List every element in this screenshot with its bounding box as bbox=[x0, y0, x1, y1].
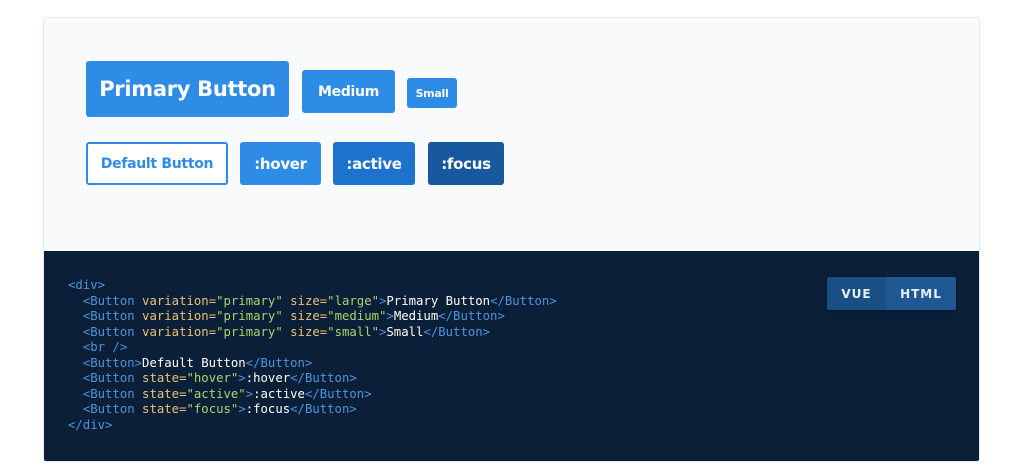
code-line: <Button variation="primary" size="small"… bbox=[68, 325, 557, 341]
code-token-eq: = bbox=[208, 324, 217, 339]
primary-small-button[interactable]: Small bbox=[407, 78, 457, 108]
code-token-tag: </Button> bbox=[290, 402, 357, 416]
code-token-attr: variation bbox=[142, 309, 209, 323]
default-button[interactable]: Default Button bbox=[86, 142, 228, 185]
code-token-tag: </Button> bbox=[423, 324, 491, 339]
code-token-txt bbox=[68, 371, 83, 385]
code-token-txt: Small bbox=[386, 324, 424, 339]
code-line: <Button variation="primary" size="medium… bbox=[68, 309, 557, 325]
code-token-attr: size bbox=[290, 324, 320, 339]
button-preview-panel: Primary Button Medium Small Default Butt… bbox=[44, 18, 979, 252]
code-snippet: <div> <Button variation="primary" size="… bbox=[68, 278, 557, 433]
code-token-str: "primary" bbox=[216, 293, 283, 308]
code-token-txt bbox=[68, 325, 83, 339]
code-token-eq: = bbox=[179, 402, 187, 416]
code-token-attr: state bbox=[142, 386, 180, 401]
code-token-txt: Default Button bbox=[142, 355, 246, 370]
code-token-tag: </Button> bbox=[290, 371, 357, 385]
code-token-txt bbox=[68, 340, 83, 354]
code-token-str: "large" bbox=[327, 293, 379, 308]
code-token-txt: :hover bbox=[245, 371, 291, 385]
code-token-str: "medium" bbox=[327, 309, 387, 323]
code-line: <Button variation="primary" size="large"… bbox=[68, 294, 557, 310]
code-line: <div> bbox=[68, 278, 557, 294]
code-token-tag: </Button> bbox=[438, 309, 505, 323]
code-token-str: "primary" bbox=[216, 324, 283, 339]
code-line: <Button state="focus">:focus</Button> bbox=[68, 402, 557, 418]
code-token-tag: </Button> bbox=[304, 386, 372, 401]
code-token-tag: <Button bbox=[82, 386, 143, 401]
code-line: <Button>Default Button</Button> bbox=[68, 356, 557, 372]
code-token-txt: Medium bbox=[393, 309, 439, 323]
code-token-eq: = bbox=[319, 324, 328, 339]
language-toggle: VUE HTML bbox=[827, 277, 956, 310]
code-token-tag: <Button bbox=[82, 371, 143, 385]
code-token-tag: <Button bbox=[82, 402, 143, 416]
code-token-txt bbox=[68, 402, 83, 416]
code-token-eq: = bbox=[179, 371, 187, 385]
toggle-vue-tab[interactable]: VUE bbox=[827, 277, 886, 310]
code-token-tag: <Button> bbox=[82, 355, 143, 370]
code-token-attr: state bbox=[142, 371, 180, 385]
code-token-txt: :active bbox=[253, 386, 305, 401]
code-token-attr: size bbox=[290, 309, 320, 323]
code-token-tag: > bbox=[379, 293, 387, 308]
code-token-tag: </div> bbox=[68, 417, 113, 432]
code-token-tag: > bbox=[245, 386, 254, 401]
code-token-str: "active" bbox=[186, 386, 246, 401]
code-token-tag: > bbox=[386, 309, 394, 323]
code-token-tag: <br /> bbox=[82, 340, 128, 354]
code-token-tag: <Button bbox=[82, 324, 143, 339]
code-token-eq: = bbox=[179, 386, 187, 401]
component-demo-card: Primary Button Medium Small Default Butt… bbox=[43, 17, 980, 462]
code-token-str: "focus" bbox=[186, 402, 239, 416]
code-token-txt: :focus bbox=[245, 402, 291, 416]
code-token-attr: variation bbox=[142, 293, 209, 308]
code-token-tag: > bbox=[238, 402, 246, 416]
code-token-attr: size bbox=[290, 293, 320, 308]
primary-large-button[interactable]: Primary Button bbox=[86, 61, 289, 117]
code-token-str: "primary" bbox=[216, 309, 283, 323]
code-line: <Button state="active">:active</Button> bbox=[68, 387, 557, 403]
code-token-tag: <Button bbox=[82, 309, 143, 323]
code-token-attr: variation bbox=[142, 324, 209, 339]
code-token-tag: > bbox=[379, 324, 387, 339]
code-token-txt bbox=[68, 356, 83, 370]
code-line: <Button state="hover">:hover</Button> bbox=[68, 371, 557, 387]
code-token-tag: </Button> bbox=[490, 293, 557, 308]
code-token-eq: = bbox=[319, 309, 328, 323]
toggle-html-tab[interactable]: HTML bbox=[886, 277, 956, 310]
focus-state-button[interactable]: :focus bbox=[428, 142, 504, 185]
code-token-txt bbox=[68, 387, 83, 401]
code-token-tag: </Button> bbox=[245, 355, 313, 370]
code-token-eq: = bbox=[208, 293, 217, 308]
code-line: <br /> bbox=[68, 340, 557, 356]
code-token-tag: <div> bbox=[68, 278, 106, 292]
code-token-eq: = bbox=[208, 309, 217, 323]
code-token-str: "hover" bbox=[186, 371, 239, 385]
code-token-eq: = bbox=[319, 293, 328, 308]
code-panel: <div> <Button variation="primary" size="… bbox=[44, 251, 979, 461]
code-token-txt bbox=[68, 309, 83, 323]
code-token-txt: Primary Button bbox=[386, 293, 491, 308]
code-token-tag: > bbox=[238, 371, 246, 385]
code-line: </div> bbox=[68, 418, 557, 434]
active-state-button[interactable]: :active bbox=[333, 142, 415, 185]
primary-medium-button[interactable]: Medium bbox=[302, 70, 395, 113]
hover-state-button[interactable]: :hover bbox=[240, 142, 321, 185]
code-token-str: "small" bbox=[327, 324, 379, 339]
code-token-txt bbox=[68, 294, 83, 308]
code-token-tag: <Button bbox=[82, 293, 143, 308]
code-token-attr: state bbox=[142, 402, 180, 416]
